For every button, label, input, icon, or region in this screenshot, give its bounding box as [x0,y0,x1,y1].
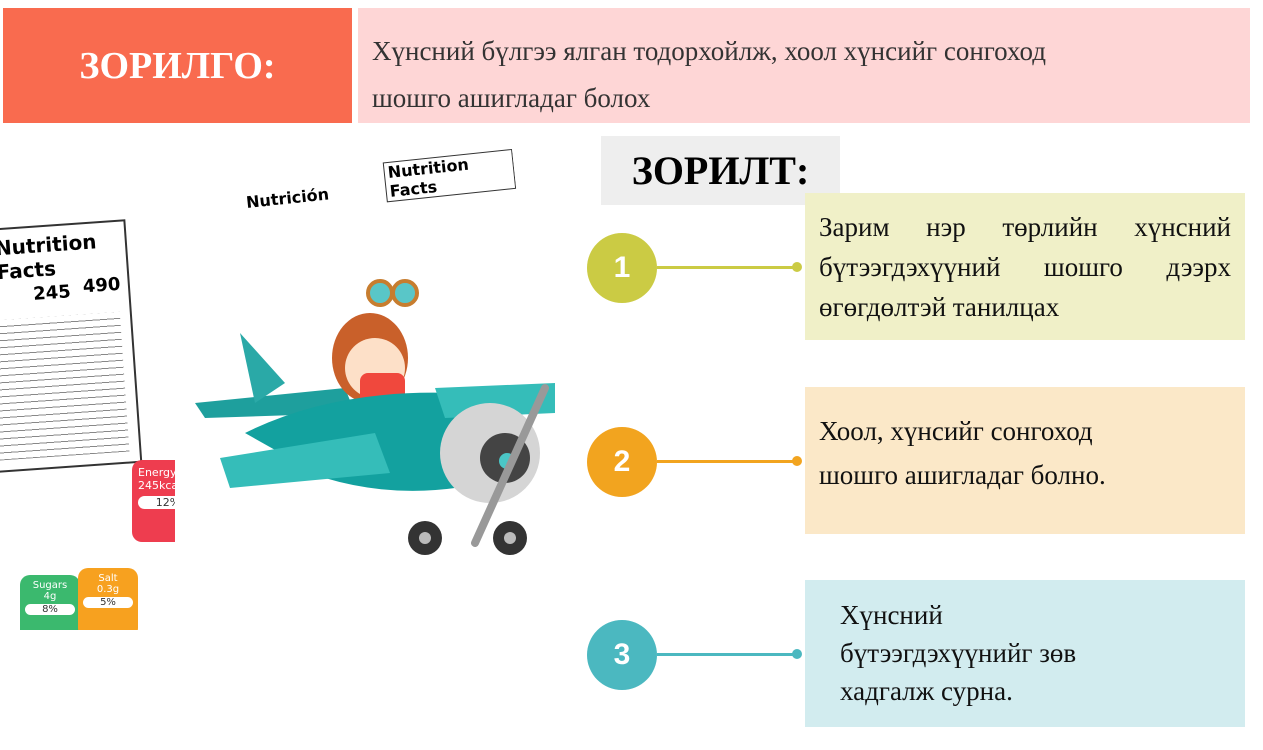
goal-label-text: ЗОРИЛГО: [79,44,276,87]
goal-text-line: Хүнсний бүлгээ ялган тодорхойлж, хоол хү… [372,36,1046,66]
connector-line [657,266,797,269]
objective-2-text: Хоол, хүнсийг сонгоход [819,416,1093,446]
step-3-badge: 3 [587,620,657,690]
goal-text: Хүнсний бүлгээ ялган тодорхойлж, хоол хү… [358,8,1250,123]
objective-1-box: Зарим нэр төрлийн хүнсний бүтээгдэхүүний… [805,193,1245,340]
kid-airplane-illustration [175,208,575,568]
connector-dot [792,456,802,466]
objectives-label: ЗОРИЛТ: [601,136,840,205]
step-2-badge: 2 [587,427,657,497]
objective-3-box: Хүнсний бүтээгдэхүүнийг зөв хадгалж сурна. [805,580,1245,727]
objective-1-text: Зарим нэр төрлийн хүнсний бүтээгдэхүүний… [819,212,1231,322]
goal-label: ЗОРИЛГО: [3,8,352,123]
connector-line [657,653,797,656]
connector-dot [792,649,802,659]
nutrition-label-card: Nutrition Facts 245 490 [0,219,143,475]
goal-text-line: шошго ашигладаг болох [372,83,651,113]
objective-2-text: шошго ашигладаг болно. [819,460,1106,490]
label-calories: 490 [82,273,122,298]
objective-2-box: Хоол, хүнсийг сонгоход шошго ашигладаг бо… [805,387,1245,534]
label-title: Nutrition Facts [382,148,517,203]
objective-3-text: бүтээгдэхүүнийг зөв [840,638,1077,668]
connector-line [657,460,797,463]
objective-3-text: Хүнсний [840,600,943,630]
objectives-label-text: ЗОРИЛТ: [631,148,810,193]
step-1-badge: 1 [587,233,657,303]
objective-3-text: хадгалж сурна. [840,676,1013,706]
label-calories: 245 [32,281,72,305]
connector-dot [792,262,802,272]
